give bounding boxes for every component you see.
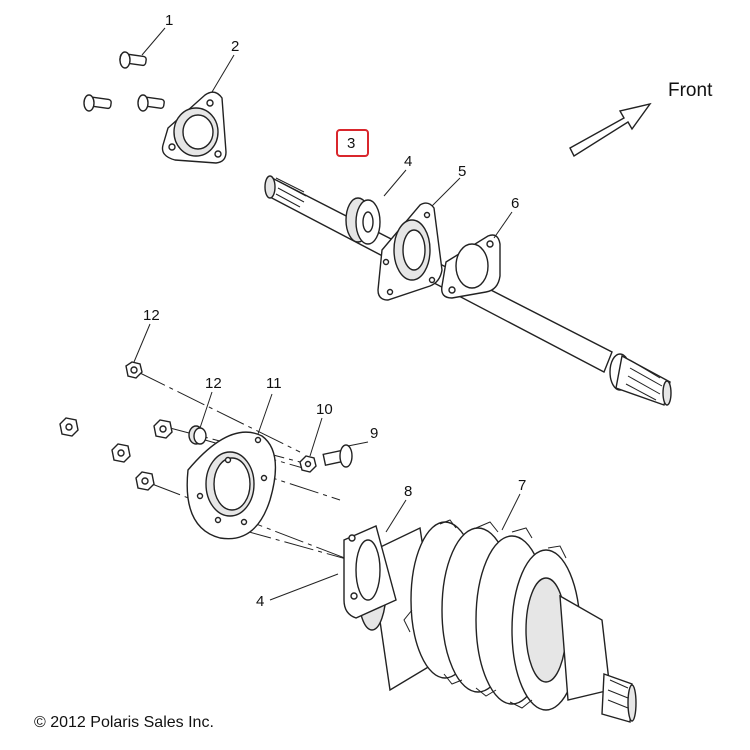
- callout-3-highlight-box[interactable]: [336, 129, 369, 157]
- bearing-flange-part-8: [343, 525, 397, 619]
- bearing-part-4: [345, 197, 381, 245]
- bolt-part-1a: [119, 51, 147, 69]
- bearing-housing-part-5: [377, 202, 443, 301]
- callout-2: 2: [231, 38, 239, 55]
- callout-4-top: 4: [404, 153, 412, 170]
- callout-6: 6: [511, 195, 519, 212]
- front-label: Front: [668, 80, 713, 101]
- callout-3: 3: [347, 135, 355, 152]
- copyright-notice: © 2012 Polaris Sales Inc.: [34, 714, 214, 731]
- nut-part-12a: [125, 361, 143, 379]
- bolt-part-1c: [137, 94, 165, 112]
- callout-7: 7: [518, 477, 526, 494]
- flange-plate-part-2: [161, 91, 227, 164]
- nut-lower-c: [111, 443, 131, 463]
- bolt-part-1b: [83, 94, 112, 112]
- callout-11: 11: [266, 375, 282, 392]
- callout-5: 5: [458, 163, 466, 180]
- drive-sprocket-assembly-part-7: [357, 519, 637, 723]
- nut-lower-b: [153, 419, 173, 439]
- callout-1: 1: [165, 12, 173, 29]
- pin-part-9: [322, 444, 353, 468]
- front-direction-arrow: [569, 102, 652, 158]
- washer-part-12b: [188, 425, 207, 445]
- flange-gasket-part-6: [441, 234, 501, 299]
- callout-9: 9: [370, 425, 378, 442]
- nut-lower-a: [59, 417, 79, 437]
- callout-8: 8: [404, 483, 412, 500]
- callout-4-lower: 4: [256, 593, 264, 610]
- nut-lower-d: [135, 471, 155, 491]
- callout-12-top: 12: [143, 307, 160, 324]
- bearing-plate-part-11: [186, 431, 277, 540]
- callout-12-lower: 12: [205, 375, 222, 392]
- nut-part-10: [299, 455, 317, 473]
- callout-10: 10: [316, 401, 333, 418]
